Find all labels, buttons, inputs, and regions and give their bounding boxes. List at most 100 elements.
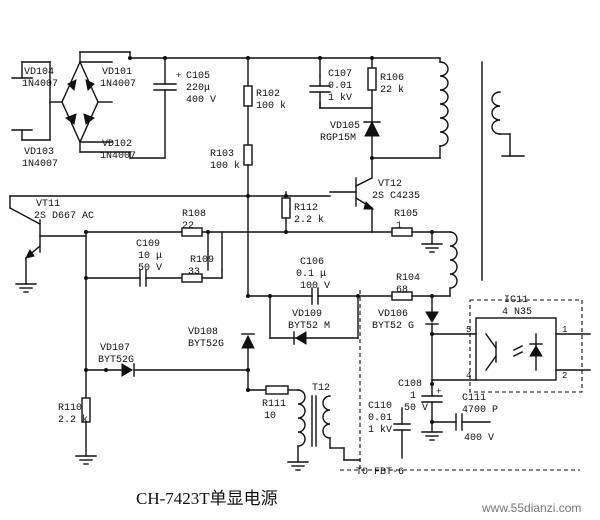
optocoupler-ic11 xyxy=(430,317,591,381)
label-vd104: VD104 xyxy=(24,67,54,78)
diode-vd108 xyxy=(241,333,255,391)
label-vt11: VT11 xyxy=(36,199,60,210)
label-r102-value: 100 k xyxy=(256,100,286,112)
label-c106: C106 xyxy=(300,257,324,268)
label-c109-cap: 10 μ xyxy=(138,251,162,262)
transformer-primary xyxy=(371,57,525,281)
label-r106-value: 22 k xyxy=(380,84,404,96)
label-r105: R105 xyxy=(394,209,418,220)
label-c108-plus: + xyxy=(436,387,441,397)
label-t12: T12 xyxy=(312,383,330,394)
label-vt12-type: 2S C4235 xyxy=(372,191,420,202)
label-vd105: VD105 xyxy=(330,121,360,132)
resistor-r109 xyxy=(181,269,223,283)
label-vd109-type: BYT52 M xyxy=(288,321,330,332)
label-c106-volt: 100 V xyxy=(300,281,330,292)
label-vd109: VD109 xyxy=(292,309,322,320)
resistor-r102 xyxy=(243,57,253,146)
label-r111: R111 xyxy=(262,399,286,410)
label-vd103: VD103 xyxy=(24,147,54,158)
label-c109-volt: 50 V xyxy=(138,263,162,274)
label-vd107-type: BYT52G xyxy=(98,355,134,366)
resistor-r110 xyxy=(75,369,97,465)
label-c106-cap: 0.1 μ xyxy=(296,269,326,280)
label-vd107: VD107 xyxy=(100,343,130,354)
capacitor-c106 xyxy=(247,287,393,305)
label-c105-cap: 220μ xyxy=(186,83,210,94)
transistor-vt11 xyxy=(9,195,331,293)
capacitor-c111 xyxy=(431,413,491,431)
label-c107: C107 xyxy=(328,69,352,80)
transformer-feedback-winding xyxy=(449,231,458,297)
label-vd101-type: 1N4007 xyxy=(100,79,136,90)
diode-vd109 xyxy=(269,295,359,345)
bridge-rectifier xyxy=(11,51,131,153)
resistor-r103 xyxy=(243,144,253,297)
label-pin-1: 1 xyxy=(562,325,567,335)
capacitor-c109 xyxy=(85,231,183,371)
diode-vd107 xyxy=(85,363,249,377)
label-r112: R112 xyxy=(294,203,318,214)
label-c111: C111 xyxy=(462,393,486,404)
label-c108-volt: 50 V xyxy=(404,403,428,414)
resistor-r108 xyxy=(181,227,203,237)
label-r102: R102 xyxy=(256,89,280,100)
label-c111-volt: 400 V xyxy=(464,433,494,444)
label-r106: R106 xyxy=(380,73,404,84)
resistor-r111 xyxy=(247,385,299,395)
label-pin-5: 5 xyxy=(466,325,471,335)
dashed-outline xyxy=(340,290,583,471)
label-ic11: IC11 xyxy=(504,295,528,306)
diode-vd106 xyxy=(425,295,439,385)
figure-caption: CH-7423T单显电源 xyxy=(136,489,278,508)
label-c108: C108 xyxy=(398,379,422,390)
label-r104-value: 68 xyxy=(396,285,408,296)
label-to-fbt: TO FBT-6 xyxy=(356,467,404,478)
label-r108: R108 xyxy=(182,209,206,220)
snubber-c107-r106 xyxy=(309,57,381,159)
label-r103-value: 100 k xyxy=(210,160,240,172)
transformer-t12 xyxy=(287,389,361,471)
label-r109-value: 33 xyxy=(188,267,200,278)
label-c110: C110 xyxy=(368,401,392,412)
label-c108-cap: 1 xyxy=(410,391,416,402)
label-r108-value: 22 xyxy=(182,221,194,232)
label-r105-value: 1 xyxy=(396,221,402,232)
label-r104: R104 xyxy=(396,273,420,284)
label-c105-plus: + xyxy=(176,71,181,81)
label-r103: R103 xyxy=(210,149,234,160)
label-r110: R110 xyxy=(58,403,82,414)
label-c105: C105 xyxy=(186,71,210,82)
component-labels: VD104 1N4007 VD103 1N4007 VD101 1N4007 V… xyxy=(22,67,567,478)
watermark: www.55dianzi.com xyxy=(481,501,581,515)
label-vd108: VD108 xyxy=(188,327,218,338)
capacitor-c108 xyxy=(421,382,443,441)
label-vd103-type: 1N4007 xyxy=(22,159,58,170)
capacitor-c105 xyxy=(153,57,177,159)
label-ic11-type: 4 N35 xyxy=(502,307,532,318)
label-c110-cap: 0.01 xyxy=(368,413,392,424)
label-vd104-type: 1N4007 xyxy=(22,79,58,90)
label-r111-value: 10 xyxy=(264,411,276,422)
label-c107-volt: 1 kV xyxy=(328,92,352,104)
label-c111-cap: 4700 P xyxy=(462,405,498,416)
label-vd102-type: 1N4007 xyxy=(100,151,136,162)
label-r109: R109 xyxy=(190,255,214,266)
label-vt12: VT12 xyxy=(378,179,402,190)
label-c105-volt: 400 V xyxy=(186,95,216,106)
label-pin-2: 2 xyxy=(562,371,567,381)
label-vd108-type: BYT52G xyxy=(188,339,224,350)
label-c107-cap: 0.01 xyxy=(328,81,352,92)
label-vd102: VD102 xyxy=(102,139,132,150)
label-vd106: VD106 xyxy=(378,309,408,320)
junction-dots xyxy=(84,56,434,424)
label-c110-volt: 1 kV xyxy=(368,424,392,436)
label-pin-4: 4 xyxy=(466,371,471,381)
label-r112-value: 2.2 k xyxy=(294,214,324,226)
label-vd105-type: RGP15M xyxy=(320,133,356,144)
label-vd101: VD101 xyxy=(102,67,132,78)
label-vt11-type: 2S D667 AC xyxy=(34,211,94,222)
label-c109: C109 xyxy=(136,239,160,250)
capacitor-c110 xyxy=(393,407,411,459)
